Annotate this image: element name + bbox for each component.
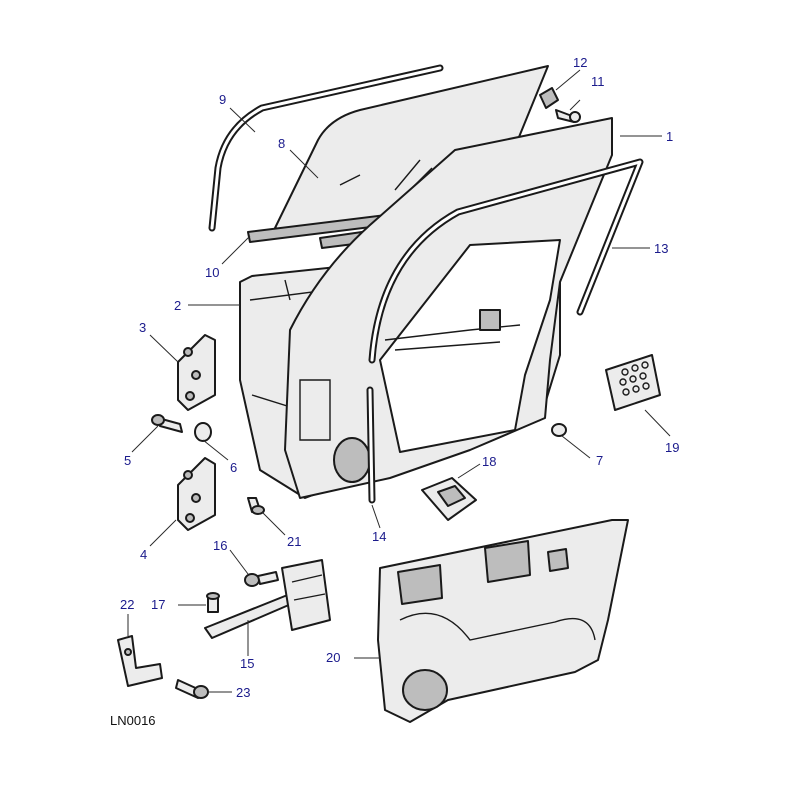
callout-10: 10 [205,265,219,280]
part-23-bolt [175,679,209,699]
part-16-bolt [244,571,279,587]
part-4-lower-hinge [177,457,216,531]
callout-labels: 1 2 3 4 5 6 7 8 9 10 11 12 13 14 15 16 1… [120,55,679,700]
callout-2: 2 [174,298,181,313]
callout-16: 16 [213,538,227,553]
part-17-stud [206,592,220,613]
part-18-grommet [421,477,477,521]
part-9-glass-channel [208,64,444,232]
part-21-stud [247,497,265,515]
part-13-door-seal [368,158,644,364]
callout-9: 9 [219,92,226,107]
callout-1: 1 [666,129,673,144]
part-19-speaker-grille [605,354,661,411]
callout-23: 23 [236,685,250,700]
callout-7: 7 [596,453,603,468]
callout-13: 13 [654,241,668,256]
callout-11: 11 [591,74,605,89]
part-22-bracket [117,635,163,687]
callout-22: 22 [120,597,134,612]
callout-8: 8 [278,136,285,151]
callout-5: 5 [124,453,131,468]
callout-14: 14 [372,529,386,544]
callout-18: 18 [482,454,496,469]
callout-19: 19 [665,440,679,455]
part-20-trim-panel [377,519,629,723]
callout-6: 6 [230,460,237,475]
part-14-pillar-seal [366,386,376,504]
callout-15: 15 [240,656,254,671]
part-11-screw [555,109,581,123]
part-6-bush [194,422,212,442]
part-12-clip [539,87,559,109]
callout-20: 20 [326,650,340,665]
leader-lines [127,69,671,693]
part-7-plug [551,423,567,437]
callout-21: 21 [287,534,301,549]
callout-3: 3 [139,320,146,335]
callout-12: 12 [573,55,587,70]
reference-code: LN0016 [110,713,156,728]
part-5-bolt [151,414,183,433]
callout-17: 17 [151,597,165,612]
part-15-check-strap [204,559,331,639]
part-3-upper-hinge [177,334,216,411]
callout-4: 4 [140,547,147,562]
